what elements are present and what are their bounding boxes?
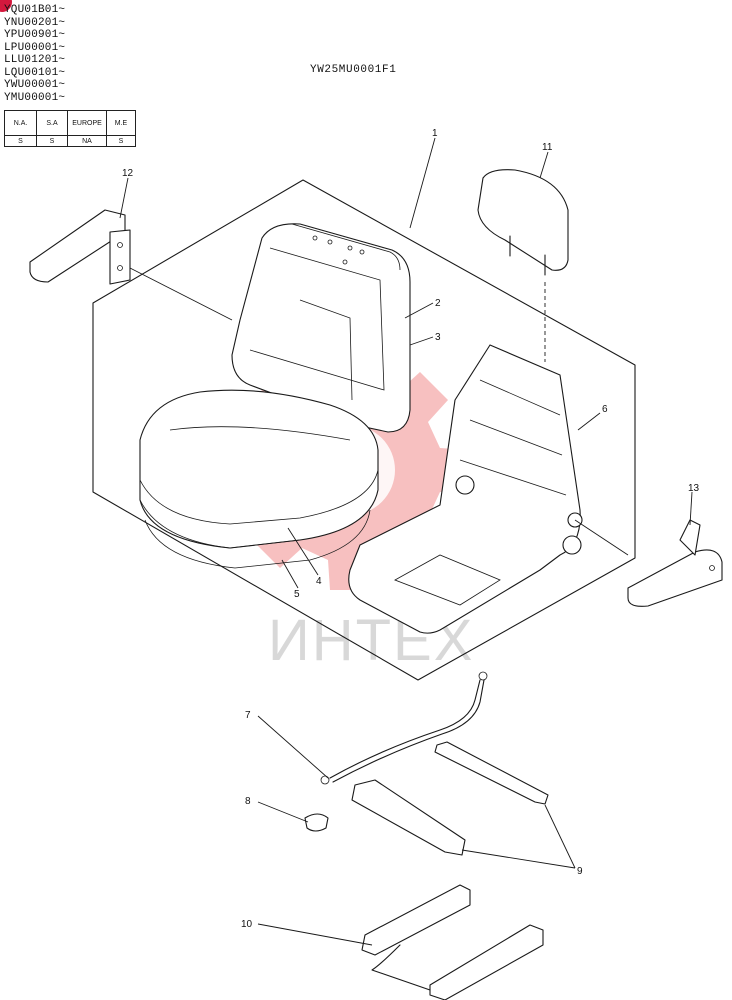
serial-number: LQU00101~ <box>4 66 66 79</box>
adjustment-knob <box>304 813 329 832</box>
slide-rail-lower <box>361 884 544 1000</box>
callout-number: 3 <box>435 332 441 343</box>
serial-number-list: YQU01B01~ YNU00201~ YPU00901~ LPU00001~ … <box>4 4 65 104</box>
region-header: EUROPE <box>67 110 107 136</box>
drawing-code: YW25MU0001F1 <box>310 64 397 76</box>
callout-number: 9 <box>577 866 583 877</box>
corner-marker <box>0 0 12 12</box>
callout-number: 11 <box>542 142 553 153</box>
region-value: NA <box>67 135 107 147</box>
serial-number: LPU00001~ <box>4 41 66 54</box>
assembly-boundary <box>92 179 636 681</box>
armrest-left <box>29 209 131 285</box>
serial-number: YPU00901~ <box>4 29 66 41</box>
callout-number: 8 <box>245 796 251 807</box>
armrest-right <box>627 519 723 607</box>
callout-number: 5 <box>294 589 300 600</box>
region-value: S <box>4 135 37 147</box>
callout-number: 2 <box>435 298 441 309</box>
callout-number: 6 <box>602 404 608 415</box>
region-header: M.E <box>106 110 136 136</box>
serial-number: YNU00201~ <box>4 16 66 29</box>
seat-cushion <box>139 389 379 569</box>
leader-lines <box>119 137 693 946</box>
slide-rail-upper <box>351 741 549 856</box>
region-availability-table: N.A. S.A EUROPE M.E S S NA S <box>4 110 136 147</box>
release-cable <box>320 671 488 785</box>
serial-number: YWU00001~ <box>4 79 66 91</box>
serial-number: YMU00001~ <box>4 91 66 104</box>
region-value: S <box>106 135 136 147</box>
callout-number: 12 <box>122 168 134 179</box>
callout-number: 1 <box>432 128 438 139</box>
headrest <box>477 169 569 362</box>
callout-number: 4 <box>316 576 322 587</box>
callout-number: 13 <box>688 483 700 494</box>
callout-number: 7 <box>245 710 251 721</box>
seat-back <box>231 223 411 433</box>
callout-number: 10 <box>241 919 253 930</box>
serial-number: LLU01201~ <box>4 54 66 66</box>
serial-number: YQU01B01~ <box>4 4 66 16</box>
region-value-row: S S NA S <box>4 135 136 147</box>
